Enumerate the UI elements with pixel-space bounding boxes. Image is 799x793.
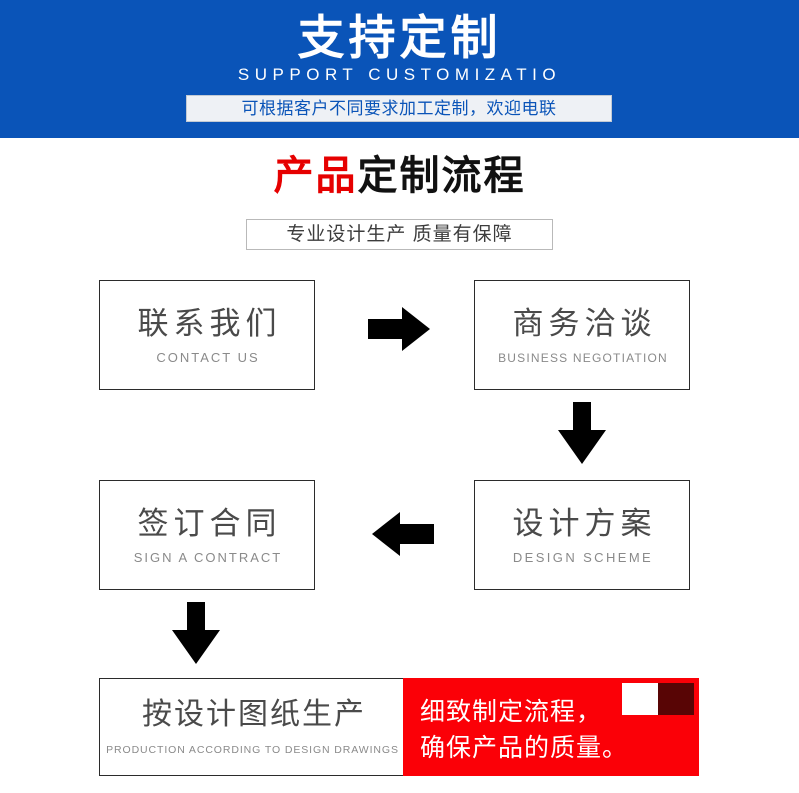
flow-step-label-en: CONTACT US bbox=[156, 349, 260, 365]
decorative-swatch-light bbox=[622, 683, 658, 715]
page-title: 产品定制流程 bbox=[0, 150, 799, 202]
flow-step-business: 商务洽谈 BUSINESS NEGOTIATION bbox=[474, 280, 690, 390]
banner-title-en: SUPPORT CUSTOMIZATIO bbox=[237, 65, 562, 84]
header-banner: 支持定制 SUPPORT CUSTOMIZATIO 可根据客户不同要求加工定制，… bbox=[0, 0, 799, 138]
page-subtitle: 专业设计生产 质量有保障 bbox=[246, 219, 553, 250]
flow-step-label-cn: 设计方案 bbox=[512, 505, 657, 541]
quality-callout-panel: 细致制定流程， 确保产品的质量。 bbox=[403, 678, 699, 776]
flow-step-production: 按设计图纸生产 PRODUCTION ACCORDING TO DESIGN D… bbox=[99, 678, 404, 776]
flow-step-label-en: PRODUCTION ACCORDING TO DESIGN DRAWINGS bbox=[106, 744, 399, 756]
flow-step-label-en: DESIGN SCHEME bbox=[512, 549, 654, 565]
page-title-rest: 定制流程 bbox=[357, 154, 526, 198]
quality-callout-text: 细致制定流程， 确保产品的质量。 bbox=[420, 694, 628, 766]
flow-step-contact: 联系我们 CONTACT US bbox=[99, 280, 315, 390]
flow-step-label-cn: 按设计图纸生产 bbox=[142, 698, 366, 731]
flow-step-label-cn: 签订合同 bbox=[137, 505, 282, 541]
arrow-down-icon bbox=[558, 402, 606, 464]
banner-callout-pill: 可根据客户不同要求加工定制，欢迎电联 bbox=[186, 95, 612, 122]
arrow-down-icon bbox=[172, 602, 220, 664]
flow-step-label-cn: 商务洽谈 bbox=[512, 305, 657, 341]
page-title-highlight: 产品 bbox=[273, 154, 358, 198]
arrow-left-icon bbox=[372, 512, 434, 556]
banner-title-cn: 支持定制 bbox=[297, 11, 502, 64]
quality-callout-line1: 细致制定流程， bbox=[420, 698, 603, 726]
flow-step-label-en: SIGN A CONTRACT bbox=[133, 549, 283, 565]
flow-step-sign-contract: 签订合同 SIGN A CONTRACT bbox=[99, 480, 315, 590]
flow-step-label-en: BUSINESS NEGOTIATION bbox=[498, 350, 668, 365]
flow-step-label-cn: 联系我们 bbox=[137, 305, 282, 341]
flow-step-design: 设计方案 DESIGN SCHEME bbox=[474, 480, 690, 590]
quality-callout-line2: 确保产品的质量。 bbox=[420, 734, 629, 762]
decorative-swatch-dark bbox=[658, 683, 694, 715]
arrow-right-icon bbox=[368, 307, 430, 351]
